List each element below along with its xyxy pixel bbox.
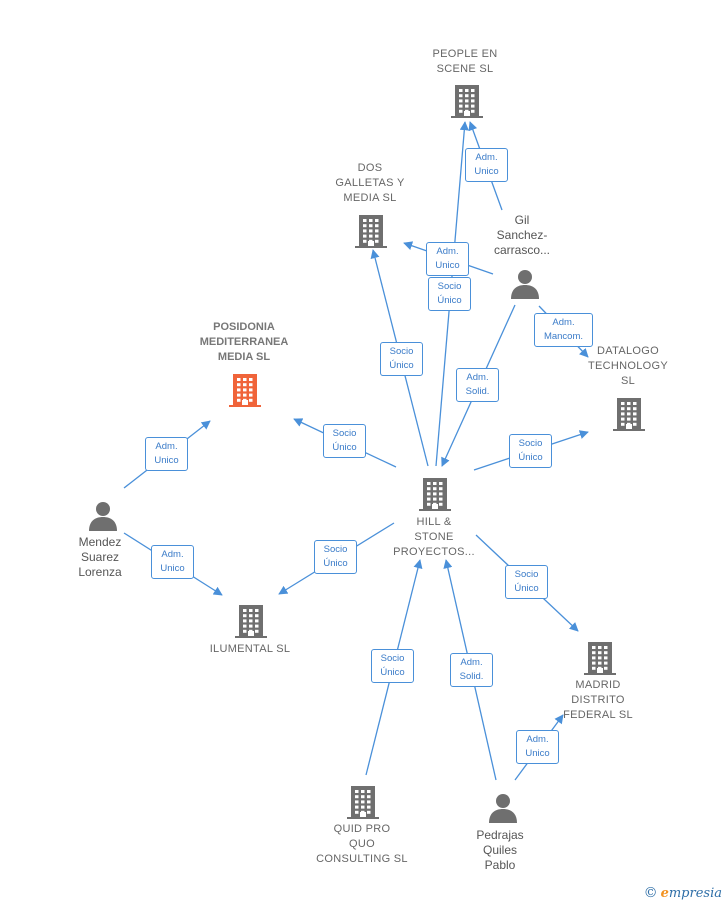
edge-label-mendez-posidonia: Adm.Unico [145, 437, 188, 471]
company-icon-madrid[interactable] [584, 640, 616, 681]
node-label-ilumental[interactable]: ILUMENTAL SL [209, 643, 291, 655]
edge-label-gil-dos: Adm.Unico [426, 242, 469, 276]
brand-initial: e [660, 886, 669, 901]
company-icon-hill[interactable] [419, 476, 451, 517]
person-icon-gil[interactable] [509, 268, 541, 305]
edge-label-mendez-ilumental: Adm.Unico [151, 545, 194, 579]
person-icon-pedrajas[interactable] [487, 792, 519, 829]
company-icon-people[interactable] [451, 83, 483, 124]
brand-name: mpresia [668, 886, 722, 901]
edge-label-gil-datalogo: Adm.Mancom. [534, 313, 593, 347]
company-icon-ilumental[interactable] [235, 603, 267, 644]
edge-label-pedrajas-hill: Adm.Solid. [450, 653, 493, 687]
company-icon-dos[interactable] [355, 213, 387, 254]
company-icon-datalogo[interactable] [613, 396, 645, 437]
edge-label-gil-hill: Adm.Solid. [456, 368, 499, 402]
company-icon-posidonia[interactable] [229, 372, 261, 413]
person-icon-mendez[interactable] [87, 500, 119, 537]
edge-label-pedrajas-madrid: Adm.Unico [516, 730, 559, 764]
edge-label-gil-people: Adm.Unico [465, 148, 508, 182]
copyright-notice: ©empresia [644, 885, 722, 901]
copyright-symbol: © [643, 885, 658, 901]
company-icon-quid[interactable] [347, 784, 379, 825]
